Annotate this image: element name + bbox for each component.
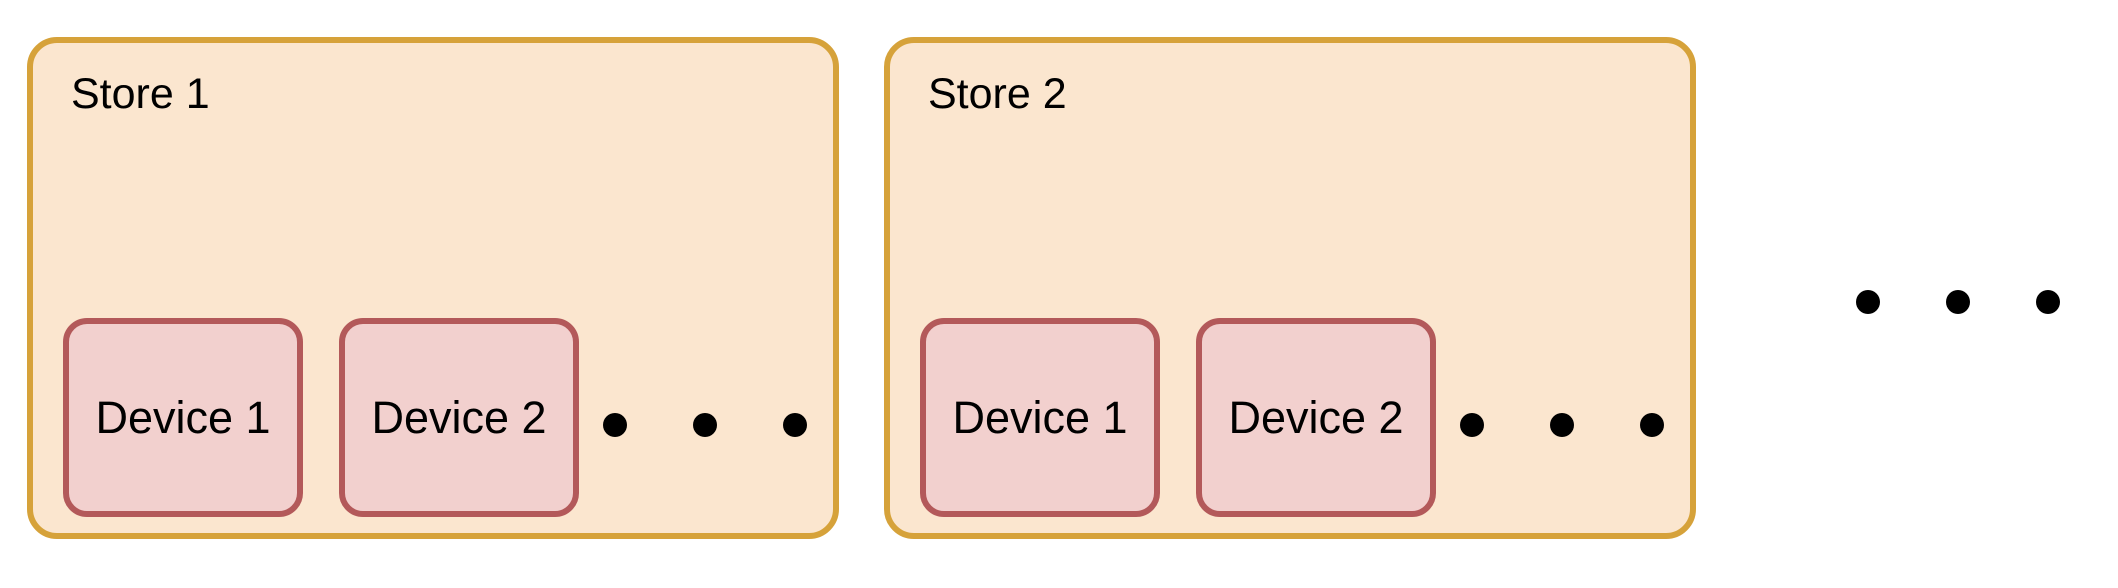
store-1-device-2: Device 2 [339,318,579,517]
store-1-container: Store 1 Device 1 Device 2 [27,37,839,539]
ellipsis-dot [1856,290,1880,314]
store-1-device-1: Device 1 [63,318,303,517]
device-label: Device 1 [952,392,1128,443]
ellipsis-dot [783,413,807,437]
store-2-title: Store 2 [928,70,1067,118]
store-1-title: Store 1 [71,70,210,118]
ellipsis-dot [1640,413,1664,437]
ellipsis-dot [1946,290,1970,314]
store-2-device-2: Device 2 [1196,318,1436,517]
ellipsis-dot [2036,290,2060,314]
ellipsis-dot [1550,413,1574,437]
store-2-device-1: Device 1 [920,318,1160,517]
ellipsis-dot [603,413,627,437]
ellipsis-dot [1460,413,1484,437]
ellipsis-dot [693,413,717,437]
device-label: Device 2 [371,392,547,443]
device-label: Device 1 [95,392,271,443]
store-2-container: Store 2 Device 1 Device 2 [884,37,1696,539]
device-label: Device 2 [1228,392,1404,443]
